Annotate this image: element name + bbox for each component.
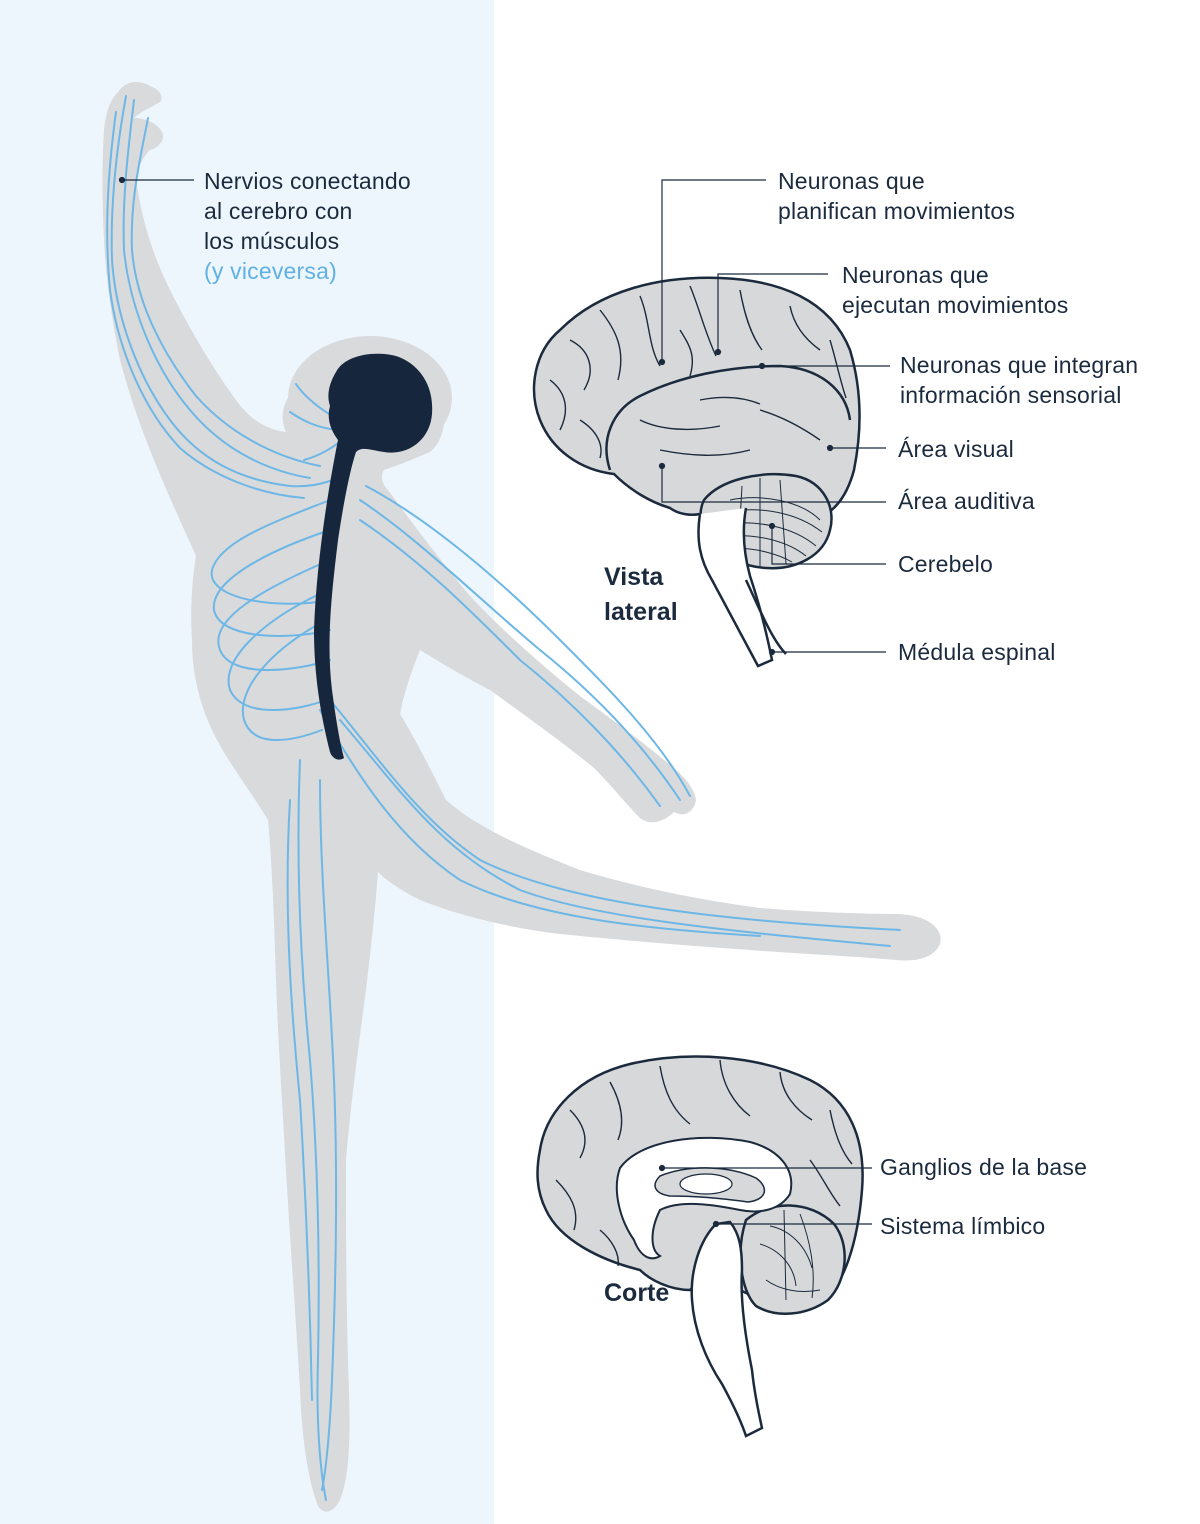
- planning-label-line1: Neuronas que: [778, 168, 925, 194]
- nerves-label-line4: (y viceversa): [204, 258, 337, 284]
- dancer-figure: [102, 82, 941, 1512]
- cerebellum-label: Cerebelo: [898, 551, 993, 577]
- nerves-label-line3: los músculos: [204, 228, 340, 254]
- basal-ganglia-label: Ganglios de la base: [880, 1154, 1088, 1180]
- nerves-label: Nervios conectando al cerebro con los mú…: [204, 166, 411, 286]
- planning-neurons-label: Neuronas que planifican movimientos: [778, 166, 1015, 226]
- lateral-brainstem: [697, 507, 774, 668]
- nerve-network: [106, 95, 901, 1501]
- limbic-system-label: Sistema límbico: [880, 1213, 1046, 1239]
- section-brainstem: [690, 1220, 764, 1438]
- central-nervous-system: [314, 353, 433, 760]
- executing-neurons-label: Neuronas que ejecutan movimientos: [842, 260, 1068, 320]
- lateral-title-line2: lateral: [604, 598, 678, 626]
- integrating-label-line2: información sensorial: [900, 382, 1122, 408]
- executing-label-line2: ejecutan movimientos: [842, 292, 1069, 318]
- section-brain: [536, 1055, 864, 1438]
- planning-label-line2: planifican movimientos: [778, 198, 1016, 224]
- section-view-title: Corte: [604, 1279, 670, 1307]
- lateral-brain: [532, 276, 861, 668]
- lateral-title-line1: Vista: [604, 563, 664, 591]
- lateral-view-title: Vista lateral: [604, 560, 678, 630]
- integrating-neurons-label: Neuronas que integran información sensor…: [900, 350, 1138, 410]
- nerves-label-line2: al cerebro con: [204, 198, 353, 224]
- nerves-label-line1: Nervios conectando: [204, 168, 411, 194]
- spinal-cord-label: Médula espinal: [898, 639, 1056, 665]
- executing-label-line1: Neuronas que: [842, 262, 989, 288]
- visual-area-label: Área visual: [898, 436, 1014, 462]
- auditory-area-label: Área auditiva: [898, 488, 1035, 514]
- integrating-label-line1: Neuronas que integran: [900, 352, 1139, 378]
